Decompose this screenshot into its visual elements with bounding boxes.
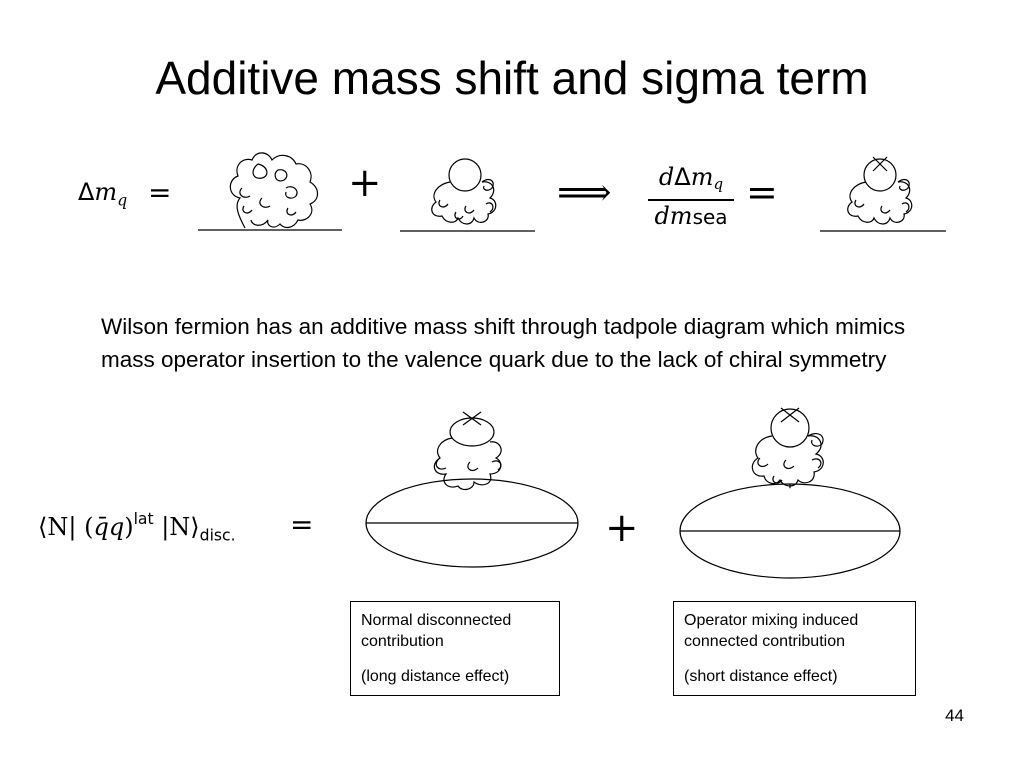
plus-sign-top: + (348, 160, 382, 206)
implies-arrow: ⟹ (557, 170, 612, 214)
slide-title: Additive mass shift and sigma term (155, 52, 869, 104)
box-left-note: (long distance effect) (361, 668, 510, 685)
diagram-mass-insertion (820, 156, 946, 232)
explanation-text: Wilson fermion has an additive mass shif… (101, 314, 906, 372)
box-left-description: Normal disconnected contribution (361, 612, 512, 650)
equals-sign-top: = (148, 176, 172, 209)
plus-sign-bottom: + (605, 505, 639, 551)
page-number: 44 (945, 706, 964, 725)
delta-m-q-label: Δmq (78, 178, 128, 210)
equals-sign-top-2: = (746, 170, 778, 214)
box-right-note: (short distance effect) (684, 668, 838, 685)
diagram-loop-gluon (400, 158, 535, 232)
equals-sign-bottom: = (290, 508, 314, 541)
sigma-term-label: ⟨N| (q̄q)lat |N⟩disc. (38, 510, 236, 545)
diagram-connected (679, 407, 901, 579)
diagram-disconnected (365, 411, 579, 568)
derivative-fraction: dΔmq dmsea (648, 163, 734, 231)
diagram-gluon-blob (198, 152, 342, 231)
box-connected-contribution: Operator mixing induced connected contri… (673, 601, 916, 696)
box-disconnected-contribution: Normal disconnected contribution (long d… (350, 601, 560, 696)
box-right-description: Operator mixing induced connected contri… (684, 612, 859, 650)
